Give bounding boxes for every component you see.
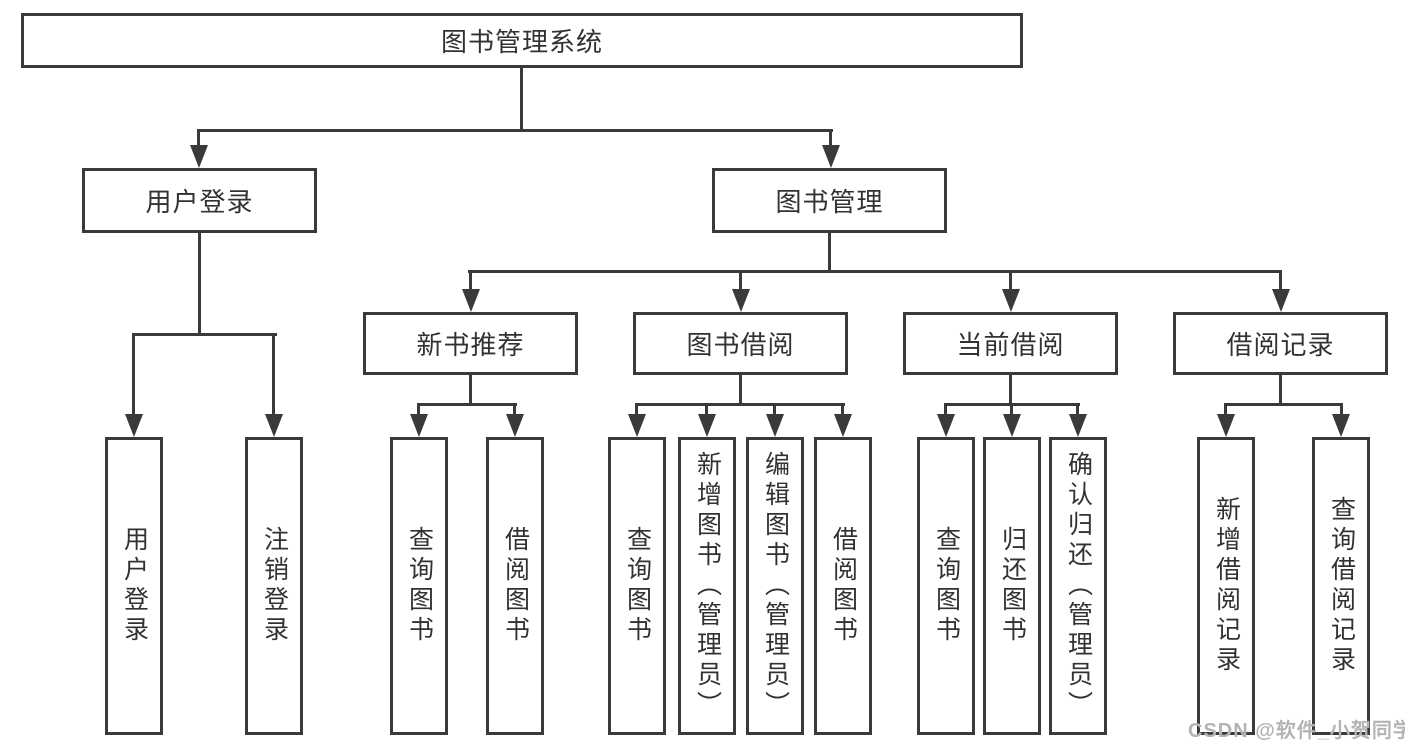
arrow-down-icon	[462, 289, 480, 312]
leaf-current-return-label: 归还图书	[998, 526, 1027, 646]
connector	[635, 403, 638, 416]
arrow-down-icon	[766, 414, 784, 437]
arrow-down-icon	[1217, 414, 1235, 437]
node-user-login-label: 用户登录	[145, 187, 254, 217]
connector	[197, 129, 833, 132]
leaf-newbooks-query-label: 查询图书	[405, 526, 434, 646]
connector	[468, 270, 1282, 273]
connector	[739, 375, 742, 405]
connector	[829, 129, 832, 148]
node-borrow-records-label: 借阅记录	[1226, 330, 1335, 360]
leaf-logout: 注销登录	[245, 437, 303, 735]
leaf-current-return: 归还图书	[983, 437, 1041, 735]
node-current-borrow-label: 当前借阅	[956, 330, 1065, 360]
leaf-newbooks-borrow-label: 借阅图书	[501, 526, 530, 646]
arrow-down-icon	[822, 145, 840, 168]
connector	[198, 233, 201, 335]
arrow-down-icon	[125, 414, 143, 437]
connector	[828, 233, 831, 272]
leaf-logout-label: 注销登录	[260, 526, 289, 646]
leaf-borrow-query: 查询图书	[608, 437, 666, 735]
connector	[773, 403, 776, 416]
connector	[1009, 270, 1012, 291]
leaf-borrow-borrow-label: 借阅图书	[829, 526, 858, 646]
arrow-down-icon	[628, 414, 646, 437]
leaf-user-login: 用户登录	[105, 437, 163, 735]
node-new-books-label: 新书推荐	[416, 330, 525, 360]
arrow-down-icon	[506, 414, 524, 437]
connector	[1224, 403, 1227, 416]
leaf-borrow-query-label: 查询图书	[623, 526, 652, 646]
arrow-down-icon	[937, 414, 955, 437]
connector	[841, 403, 844, 416]
arrow-down-icon	[1272, 289, 1290, 312]
leaf-current-query: 查询图书	[917, 437, 975, 735]
leaf-borrow-add-label: 新增图书（管理员）	[693, 451, 722, 721]
leaf-current-confirm-label: 确认归还（管理员）	[1064, 451, 1093, 721]
connector	[1340, 403, 1343, 416]
leaf-newbooks-query: 查询图书	[390, 437, 448, 735]
leaf-records-query: 查询借阅记录	[1312, 437, 1370, 735]
arrow-down-icon	[698, 414, 716, 437]
connector	[1279, 375, 1282, 405]
connector	[1279, 270, 1282, 291]
connector	[272, 333, 275, 415]
leaf-current-confirm: 确认归还（管理员）	[1049, 437, 1107, 735]
arrow-down-icon	[1069, 414, 1087, 437]
leaf-borrow-add: 新增图书（管理员）	[678, 437, 736, 735]
leaf-newbooks-borrow: 借阅图书	[486, 437, 544, 735]
node-root: 图书管理系统	[21, 13, 1023, 68]
arrow-down-icon	[265, 414, 283, 437]
connector	[1076, 403, 1079, 416]
connector	[944, 403, 947, 416]
connector	[132, 333, 277, 336]
arrow-down-icon	[732, 289, 750, 312]
leaf-records-query-label: 查询借阅记录	[1327, 496, 1356, 676]
arrow-down-icon	[190, 145, 208, 168]
connector	[520, 68, 523, 131]
leaf-borrow-edit-label: 编辑图书（管理员）	[761, 451, 790, 721]
node-current-borrow: 当前借阅	[903, 312, 1118, 375]
connector	[132, 333, 135, 415]
node-root-label: 图书管理系统	[440, 27, 603, 57]
connector	[417, 403, 517, 406]
node-book-mgmt-label: 图书管理	[775, 187, 884, 217]
arrow-down-icon	[1003, 414, 1021, 437]
leaf-borrow-borrow: 借阅图书	[814, 437, 872, 735]
leaf-current-query-label: 查询图书	[932, 526, 961, 646]
arrow-down-icon	[834, 414, 852, 437]
arrow-down-icon	[1332, 414, 1350, 437]
leaf-borrow-edit: 编辑图书（管理员）	[746, 437, 804, 735]
node-book-mgmt: 图书管理	[712, 168, 947, 233]
connector	[513, 403, 516, 416]
connector	[469, 270, 472, 291]
leaf-records-add-label: 新增借阅记录	[1212, 496, 1241, 676]
connector	[1224, 403, 1343, 406]
connector	[197, 129, 200, 148]
connector	[417, 403, 420, 416]
node-borrow-records: 借阅记录	[1173, 312, 1388, 375]
connector	[705, 403, 708, 416]
connector	[739, 270, 742, 291]
leaf-user-login-label: 用户登录	[120, 526, 149, 646]
connector	[1010, 403, 1013, 416]
csdn-watermark: CSDN @软件_小贺同学	[1188, 720, 1405, 742]
node-book-borrow-label: 图书借阅	[686, 330, 795, 360]
leaf-records-add: 新增借阅记录	[1197, 437, 1255, 735]
node-book-borrow: 图书借阅	[633, 312, 848, 375]
connector	[1009, 375, 1012, 405]
arrow-down-icon	[1002, 289, 1020, 312]
node-user-login: 用户登录	[82, 168, 317, 233]
arrow-down-icon	[410, 414, 428, 437]
connector	[635, 403, 845, 406]
node-new-books: 新书推荐	[363, 312, 578, 375]
connector	[469, 375, 472, 405]
